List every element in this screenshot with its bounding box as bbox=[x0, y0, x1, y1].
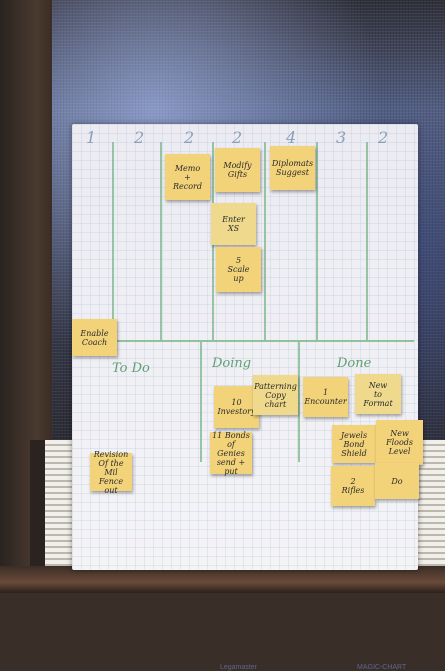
section-label-todo: To Do bbox=[112, 361, 150, 376]
section-label-done: Done bbox=[337, 356, 372, 371]
brand-legamaster: Legamaster bbox=[220, 664, 257, 671]
sticky-note[interactable]: 11 Bonds of Genies send + put bbox=[210, 431, 252, 476]
sticky-note[interactable]: Do bbox=[375, 463, 419, 499]
column-number-3: 2 bbox=[184, 128, 195, 147]
sticky-note[interactable]: Revision Of the Mil Fence out bbox=[90, 450, 132, 495]
sticky-note[interactable]: Patterning Copy chart bbox=[253, 375, 298, 415]
column-divider bbox=[366, 142, 368, 340]
kanban-divider bbox=[298, 342, 300, 462]
column-number-1: 1 bbox=[86, 128, 97, 147]
sticky-note[interactable]: Memo + Record bbox=[165, 154, 210, 200]
column-divider bbox=[112, 142, 114, 340]
sticky-note[interactable]: 2 Rifles bbox=[331, 466, 375, 506]
column-number-6: 3 bbox=[336, 128, 347, 147]
sticky-note[interactable]: Enter XS bbox=[211, 203, 256, 245]
column-number-5: 4 bbox=[286, 128, 297, 147]
sticky-note[interactable]: Jewels Bond Shield bbox=[332, 425, 376, 463]
section-divider bbox=[78, 340, 414, 342]
sticky-note[interactable]: 10 Investory bbox=[214, 386, 259, 428]
sticky-note[interactable]: Diplomats Suggest bbox=[270, 146, 315, 190]
column-divider bbox=[264, 142, 266, 340]
brand-magic-chart: MAGIC-CHART bbox=[357, 664, 407, 671]
column-divider bbox=[160, 142, 162, 340]
sticky-note[interactable]: New Floods Level bbox=[376, 420, 423, 465]
section-label-doing: Doing bbox=[212, 356, 252, 371]
column-divider bbox=[316, 142, 318, 340]
column-number-7: 2 bbox=[378, 128, 389, 147]
window-frame-bottom bbox=[0, 566, 445, 593]
column-number-2: 2 bbox=[134, 128, 145, 147]
sticky-note[interactable]: New to Format bbox=[355, 374, 401, 414]
sticky-note[interactable]: 5 Scale up bbox=[216, 247, 261, 292]
sticky-note[interactable]: Enable Coach bbox=[72, 319, 117, 356]
column-number-4: 2 bbox=[232, 128, 243, 147]
sticky-note[interactable]: 1 Encounter bbox=[303, 377, 348, 417]
kanban-divider bbox=[200, 342, 202, 462]
sticky-note[interactable]: Modify Gifts bbox=[215, 148, 260, 192]
